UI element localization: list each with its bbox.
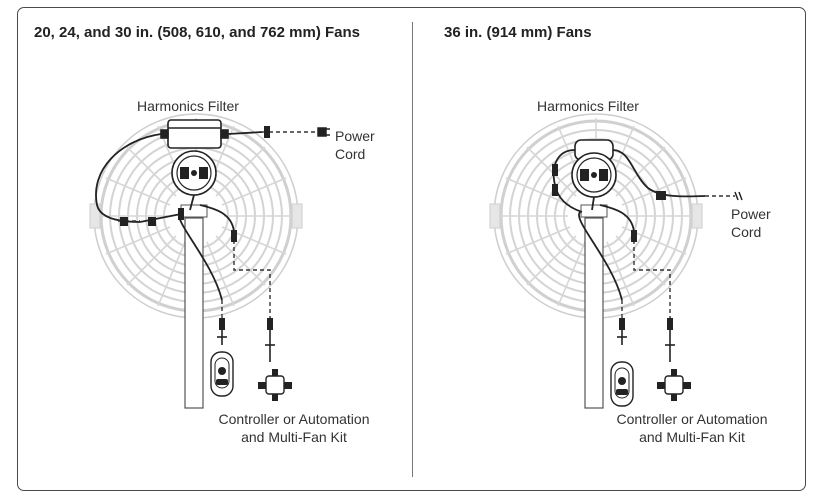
- left-fan-pole: [180, 204, 208, 409]
- panel-divider: [412, 22, 413, 477]
- right-power-plug-end: [734, 191, 743, 201]
- right-plugs: [552, 164, 673, 330]
- right-controller: [610, 361, 634, 407]
- right-power-cord-label: Power Cord: [731, 206, 771, 240]
- left-panel-title: 20, 24, and 30 in. (508, 610, and 762 mm…: [34, 24, 360, 41]
- left-harmonics-filter-label: Harmonics Filter: [137, 98, 239, 114]
- left-controller-label: Controller or Automation and Multi-Fan K…: [218, 411, 370, 445]
- diagram-frame: [17, 7, 806, 491]
- left-harmonics-filter: [160, 119, 229, 149]
- left-power-cord-label: Power Cord: [335, 128, 375, 162]
- right-panel-title: 36 in. (914 mm) Fans: [444, 24, 592, 41]
- right-controller-label: Controller or Automation and Multi-Fan K…: [616, 411, 768, 445]
- right-motor-hub: [571, 152, 617, 198]
- left-controller-leads: [217, 330, 275, 362]
- right-multi-fan-splitter: [656, 368, 692, 402]
- right-harmonics-filter-label: Harmonics Filter: [537, 98, 639, 114]
- right-dashed-cables: [621, 195, 735, 320]
- right-fan-pole: [580, 204, 608, 409]
- left-plugs: [120, 126, 273, 330]
- left-multi-fan-splitter: [257, 368, 293, 402]
- left-motor-hub: [171, 150, 217, 196]
- left-controller: [210, 351, 234, 397]
- right-controller-leads: [617, 330, 675, 362]
- left-power-plug-end: [317, 127, 330, 137]
